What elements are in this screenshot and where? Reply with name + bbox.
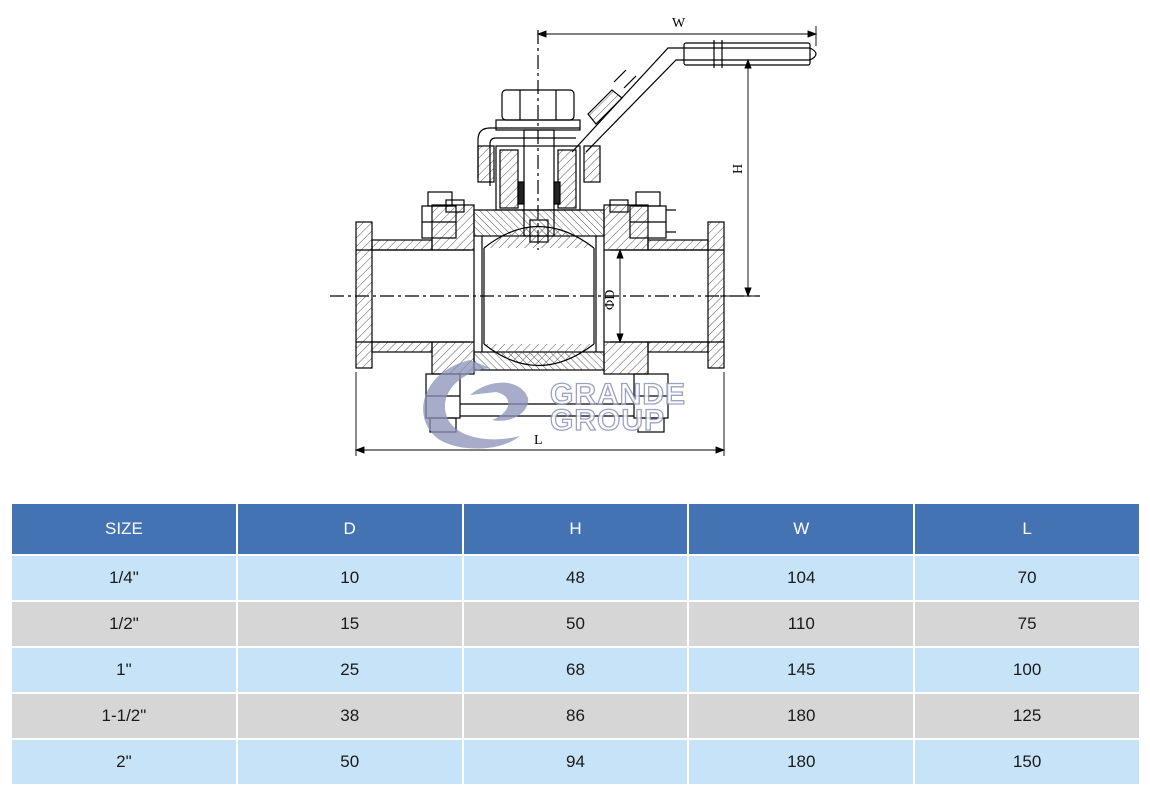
gland-nut [495, 89, 581, 131]
table-row: 1-1/2" 38 86 180 125 [12, 694, 1139, 738]
dim-label-w: W [672, 16, 686, 31]
table-header-row: SIZE D H W L [12, 504, 1139, 554]
cell-d: 50 [237, 740, 462, 784]
cell-w: 145 [689, 648, 914, 692]
cell-d: 10 [237, 556, 462, 600]
right-end-cap [603, 204, 649, 375]
company-logo: GRANDE GROUP [420, 360, 730, 460]
cell-size: 1/2" [12, 602, 236, 646]
logo-word-group: GROUP [549, 404, 666, 437]
cell-l: 70 [915, 556, 1139, 600]
dim-label-l: L [534, 433, 543, 448]
table-row: 1/4" 10 48 104 70 [12, 556, 1139, 600]
bolt-bottom-right [460, 373, 669, 433]
table-row: 1/2" 15 50 110 75 [12, 602, 1139, 646]
dim-label-d: ΦD [603, 290, 618, 310]
cell-d: 15 [237, 602, 462, 646]
valve-section-drawing: W H ΦD L [330, 16, 818, 456]
cell-h: 50 [463, 602, 688, 646]
cell-l: 100 [915, 648, 1139, 692]
cell-w: 180 [689, 740, 914, 784]
dim-label-h: H [731, 164, 746, 174]
cell-d: 25 [237, 648, 462, 692]
dimension-h [720, 58, 756, 298]
cell-size: 1" [12, 648, 236, 692]
dimension-table: SIZE D H W L 1/4" 10 48 104 70 1/2" 15 5… [10, 502, 1141, 786]
cell-size: 1/4" [12, 556, 236, 600]
dimension-l [354, 372, 726, 456]
cell-size: 1-1/2" [12, 694, 236, 738]
cell-d: 38 [237, 694, 462, 738]
cell-w: 180 [689, 694, 914, 738]
header-w: W [689, 504, 914, 554]
cell-h: 68 [463, 648, 688, 692]
dimension-w [536, 26, 818, 46]
cell-h: 86 [463, 694, 688, 738]
cell-w: 110 [689, 602, 914, 646]
cell-l: 125 [915, 694, 1139, 738]
cell-l: 150 [915, 740, 1139, 784]
table-row: 2" 50 94 180 150 [12, 740, 1139, 784]
header-size: SIZE [12, 504, 236, 554]
ball [483, 225, 595, 367]
handle-lever [477, 40, 817, 186]
header-d: D [237, 504, 462, 554]
cell-h: 94 [463, 740, 688, 784]
bolt-top-left [421, 191, 465, 239]
logo-word-grande: GRANDE [549, 378, 687, 411]
right-ferrule [610, 221, 725, 369]
header-l: L [915, 504, 1139, 554]
left-end-cap [431, 204, 475, 375]
cell-h: 48 [463, 556, 688, 600]
dimension-d [616, 248, 624, 344]
cell-size: 2" [12, 740, 236, 784]
logo-swirl-icon [423, 360, 529, 449]
table-row: 1" 25 68 145 100 [12, 648, 1139, 692]
cell-l: 75 [915, 602, 1139, 646]
cell-w: 104 [689, 556, 914, 600]
bolt-top-right [609, 191, 676, 239]
header-h: H [463, 504, 688, 554]
